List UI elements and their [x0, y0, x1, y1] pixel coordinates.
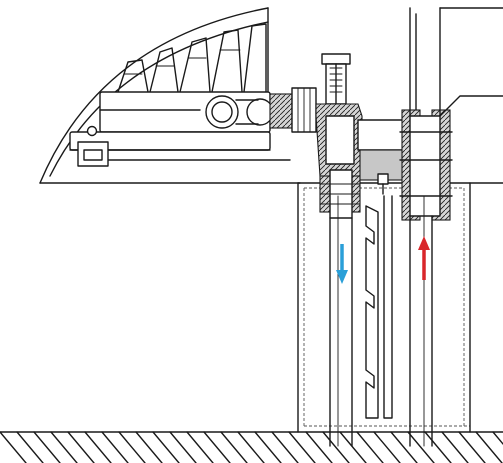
floor-hatch-line — [152, 431, 180, 463]
supply-flow-arrow — [418, 236, 430, 280]
radiator-fins — [117, 23, 267, 93]
floor-hatch-line — [118, 431, 146, 463]
floor-hatch-line — [237, 431, 265, 463]
pipe-clip-bracket — [365, 195, 393, 419]
floor-hatch-line — [492, 431, 503, 446]
floor-hatch-line — [50, 431, 78, 463]
floor-hatch-line — [339, 431, 367, 463]
valve-cap — [321, 53, 351, 65]
floor-hatch-line — [101, 431, 129, 463]
floor-hatch-line — [305, 431, 333, 463]
connection-nut — [269, 87, 317, 133]
floor-hatch-line — [203, 431, 231, 463]
floor-hatch-line — [390, 431, 418, 463]
floor-hatch-line — [169, 431, 197, 463]
floor-hatch-line — [16, 431, 44, 463]
floor-hatch-line — [458, 431, 486, 463]
radiator-valve — [315, 53, 363, 219]
supply-union — [399, 109, 453, 221]
wall-boxing — [297, 182, 503, 433]
radiator — [39, 7, 301, 184]
floor — [0, 431, 503, 463]
floor-hatch-line — [475, 431, 503, 463]
radiator-side-panel — [409, 7, 503, 117]
return-flow-arrow — [336, 244, 348, 284]
floor-hatch-line — [220, 431, 248, 463]
return-pipe — [329, 195, 353, 447]
floor-hatch-line — [0, 431, 27, 463]
floor-hatch-line — [186, 431, 214, 463]
floor-hatch-line — [424, 431, 452, 463]
floor-hatch-line — [84, 431, 112, 463]
floor-hatch-line — [67, 431, 95, 463]
air-vent-plug — [86, 125, 98, 137]
flow-arrows — [336, 236, 430, 284]
supply-pipe — [409, 195, 433, 447]
floor-hatch-line — [407, 431, 435, 463]
floor-hatch-line — [254, 431, 282, 463]
floor-hatch-line — [271, 431, 299, 463]
floor-hatch — [0, 431, 503, 463]
floor-hatch-line — [356, 431, 384, 463]
floor-hatch-line — [288, 431, 316, 463]
floor-hatch-line — [33, 431, 61, 463]
floor-hatch-line — [373, 431, 401, 463]
floor-hatch-line — [441, 431, 469, 463]
floor-hatch-line — [322, 431, 350, 463]
floor-hatch-line — [135, 431, 163, 463]
radiator-outer-arc — [39, 7, 269, 184]
screw-head — [377, 173, 389, 185]
